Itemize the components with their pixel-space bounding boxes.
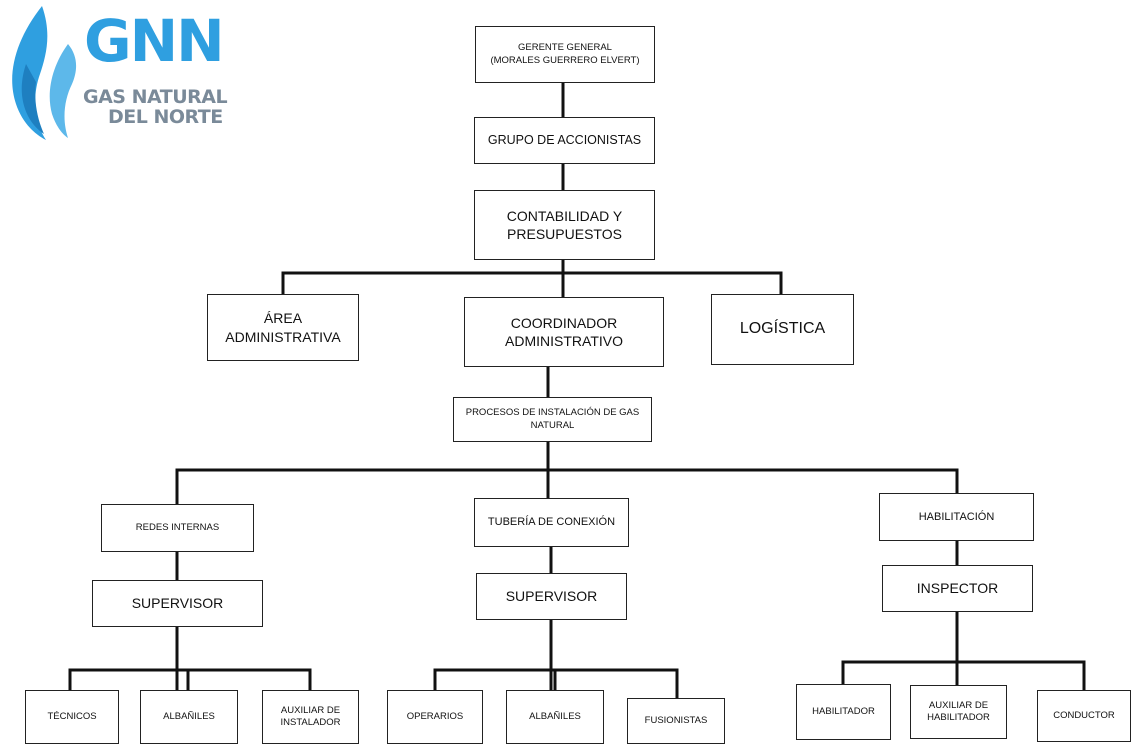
node-label: INSPECTOR [916,580,999,597]
node-label: CONDUCTOR [1053,709,1115,721]
node-tecnicos: TÉCNICOS [25,690,119,744]
node-albaniles-redes: ALBAÑILES [140,690,238,744]
node-inspector: INSPECTOR [882,565,1033,612]
node-fusionistas: FUSIONISTAS [627,698,725,744]
node-label: ALBAÑILES [529,710,581,722]
node-redes-internas: REDES INTERNAS [101,504,254,552]
node-label: FUSIONISTAS [644,714,708,726]
node-label: HABILITACIÓN [918,510,995,523]
node-label: SUPERVISOR [505,588,598,605]
node-label: LOGÍSTICA [739,320,826,338]
node-label: OPERARIOS [406,710,464,722]
node-label: GRUPO DE ACCIONISTAS [487,133,642,148]
node-grupo-accionistas: GRUPO DE ACCIONISTAS [474,117,655,164]
logo-line1: GAS NATURAL [83,86,228,108]
node-label: SUPERVISOR [131,595,224,612]
node-label: HABILITADOR [812,705,875,717]
node-logistica: LOGÍSTICA [711,294,854,365]
node-tuberia-conexion: TUBERÍA DE CONEXIÓN [474,498,629,547]
logo-brand-text: GNN [84,7,225,75]
node-habilitacion: HABILITACIÓN [879,493,1034,541]
node-label: REDES INTERNAS [135,521,220,533]
logo-line2: DEL NORTE [108,106,223,128]
node-gerente-general: GERENTE GENERAL(MORALES GUERRERO ELVERT) [475,26,655,83]
node-label: TUBERÍA DE CONEXIÓN [487,516,616,529]
gnn-logo: GNN GAS NATURAL DEL NORTE [6,4,236,144]
node-label: ALBAÑILES [163,710,215,722]
node-albaniles-tuberia: ALBAÑILES [506,690,604,744]
node-supervisor-tuberia: SUPERVISOR [476,573,627,620]
flame-icon [12,6,77,140]
node-habilitador: HABILITADOR [796,684,891,740]
node-operarios: OPERARIOS [387,690,483,744]
node-label: TÉCNICOS [47,710,97,722]
node-supervisor-redes: SUPERVISOR [92,580,263,627]
node-label: GERENTE GENERAL(MORALES GUERRERO ELVERT) [490,42,640,66]
node-conductor: CONDUCTOR [1037,690,1131,742]
